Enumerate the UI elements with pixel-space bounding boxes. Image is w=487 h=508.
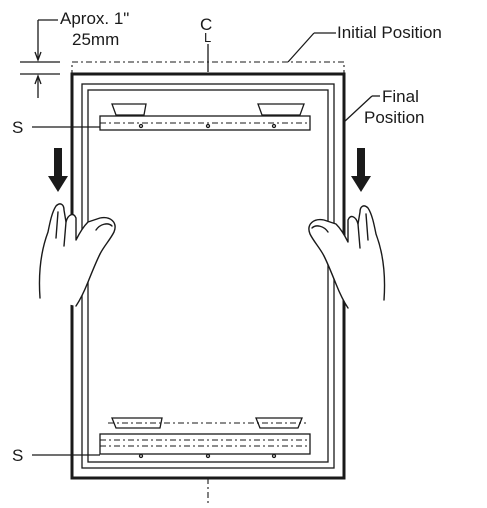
down-arrow-icon xyxy=(351,148,371,192)
final-position-label-line2: Position xyxy=(364,108,424,127)
frame-inner-2 xyxy=(87,89,329,463)
centerline-symbol: C xyxy=(200,15,212,34)
leader-final xyxy=(343,95,373,123)
s-top-label: S xyxy=(12,118,23,137)
final-position-label-line1: Final xyxy=(382,87,419,106)
leader-initial xyxy=(287,32,315,63)
down-arrow-icon xyxy=(48,148,68,192)
frame-inner xyxy=(81,83,335,469)
initial-position-label: Initial Position xyxy=(337,23,442,42)
s-bottom-label: S xyxy=(12,446,23,465)
hand-icon xyxy=(38,203,116,307)
bottom-bracket xyxy=(99,417,311,459)
top-bracket xyxy=(99,103,311,131)
centerline-sub: L xyxy=(204,30,211,45)
gap-dimension xyxy=(20,19,60,98)
hand-icon xyxy=(308,205,386,309)
gap-label: Aprox. 1" xyxy=(60,9,129,28)
gap-metric-label: 25mm xyxy=(72,30,119,49)
